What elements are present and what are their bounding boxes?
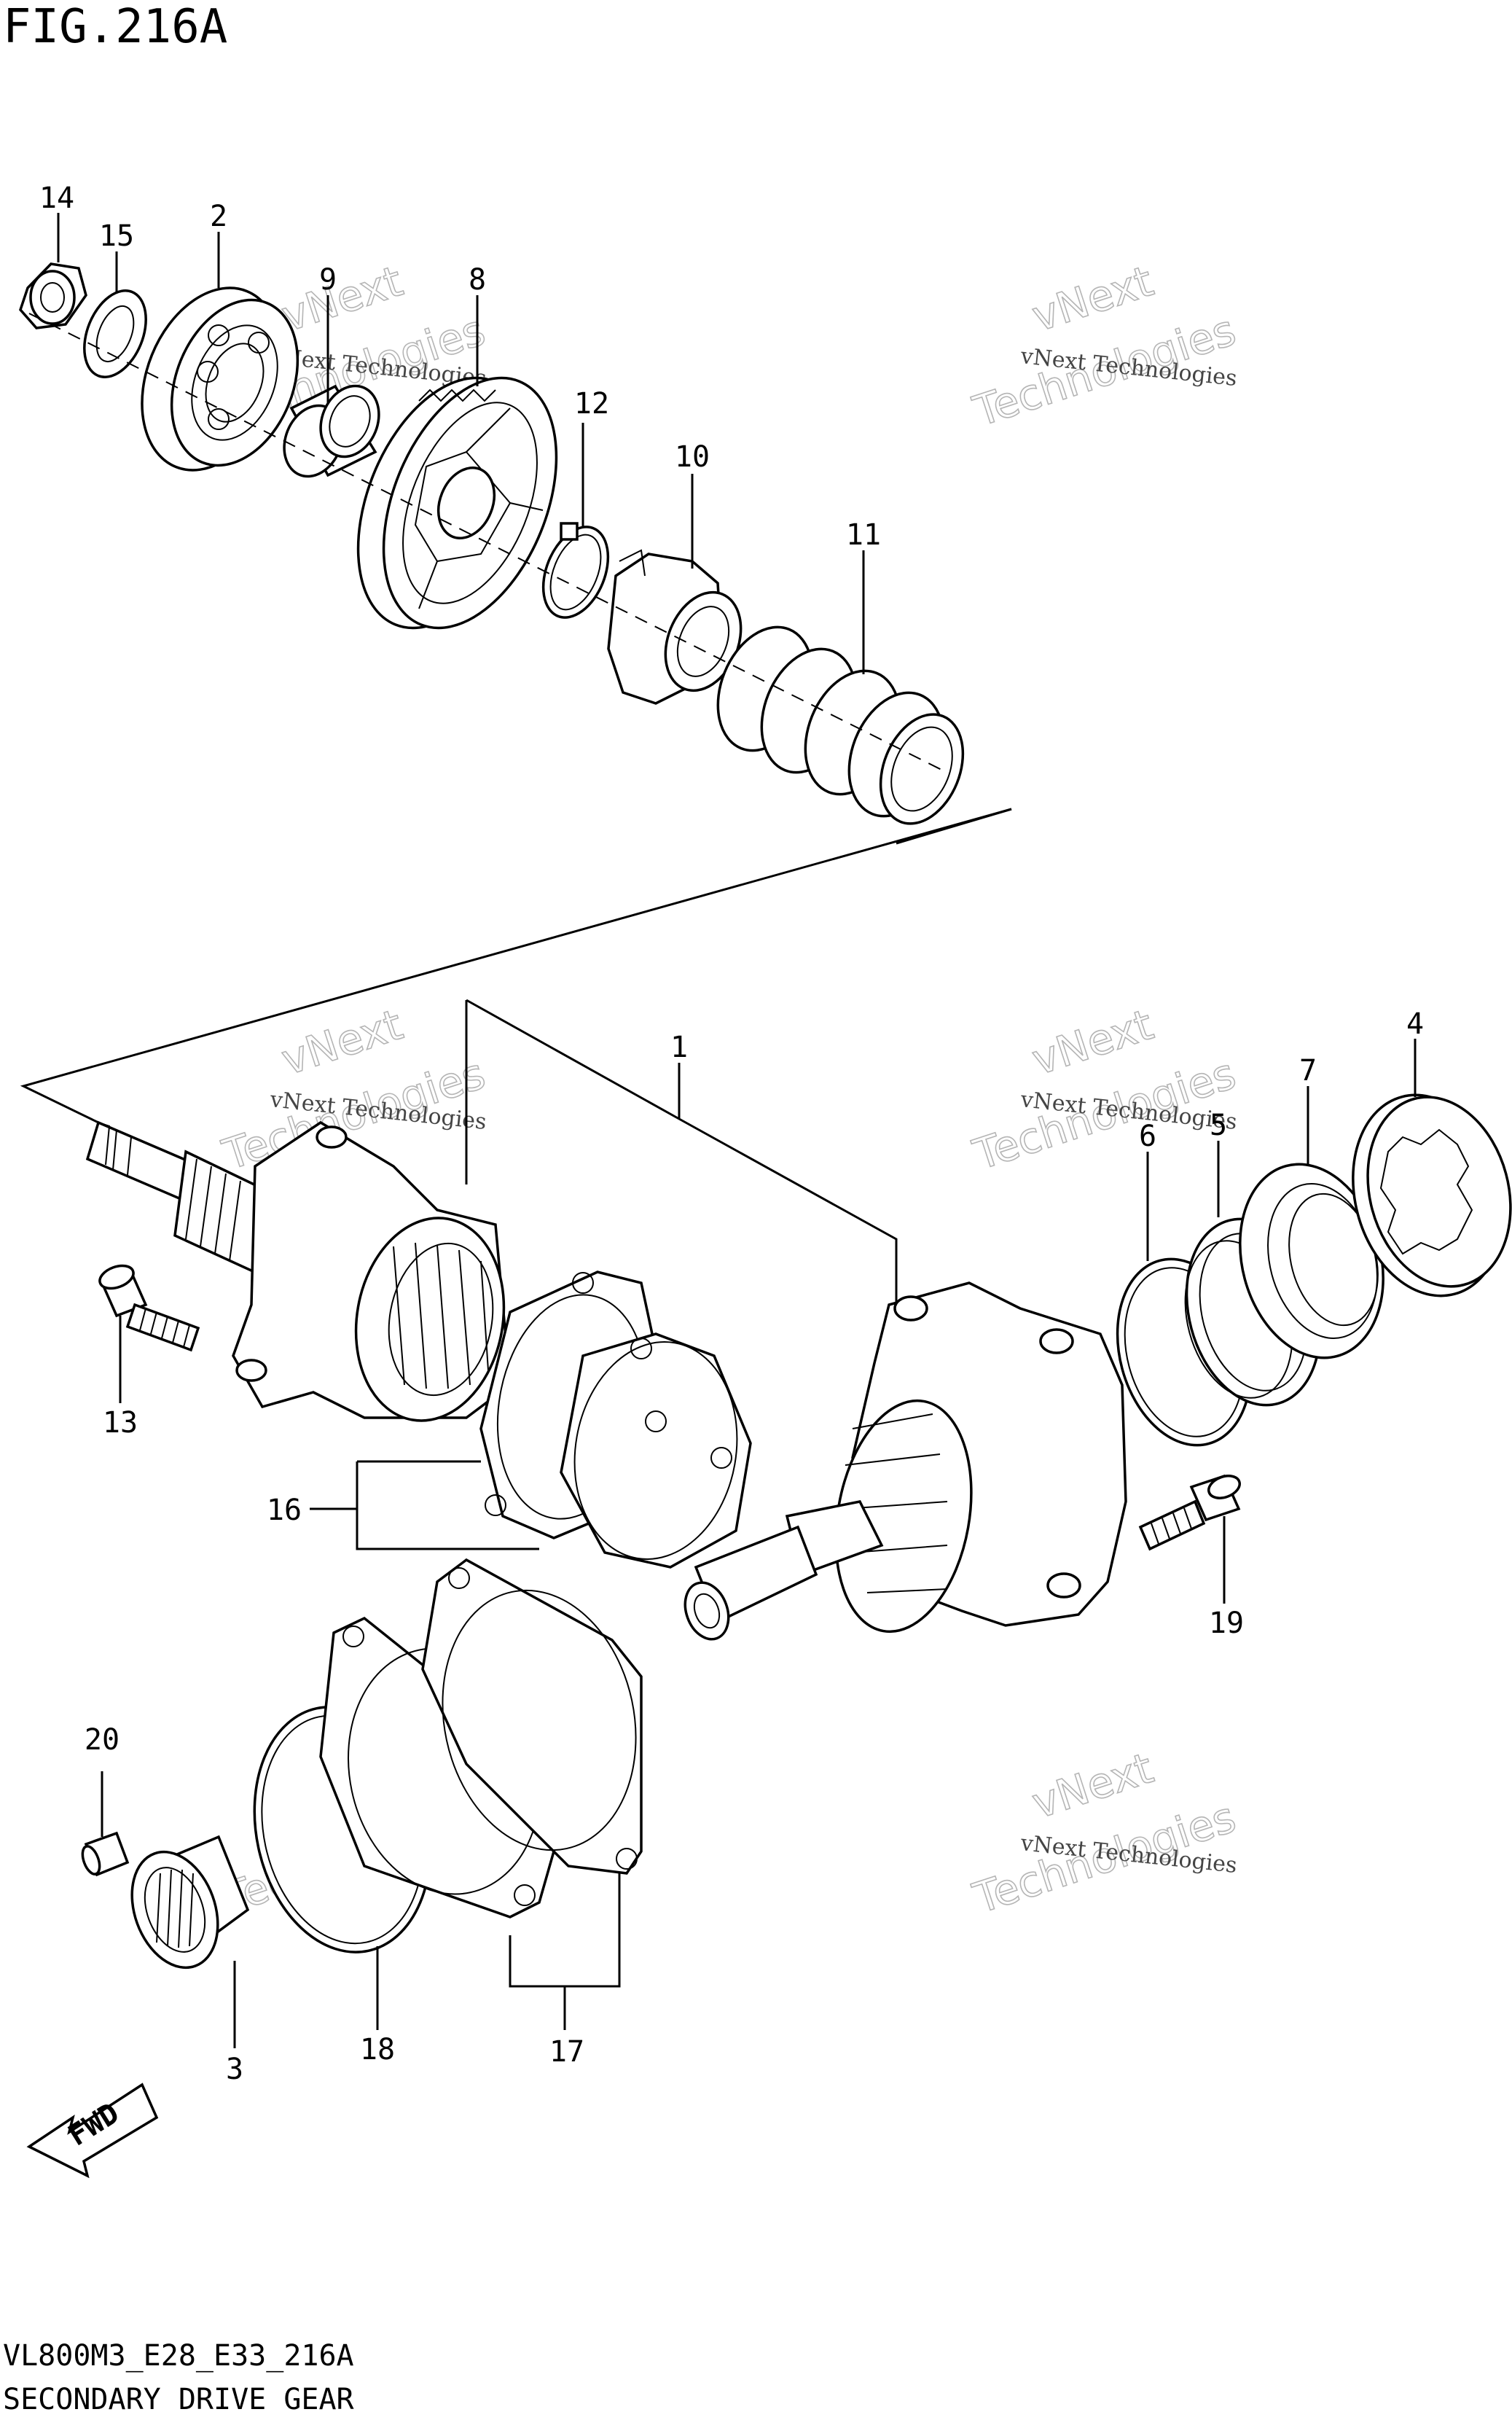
watermark-line2: vNext xyxy=(275,256,408,341)
callout-18[interactable]: 18 xyxy=(360,2033,395,2066)
assembly-bracket-right xyxy=(896,808,1012,845)
watermark-line2: vNext xyxy=(1026,256,1159,341)
part-20-dowel-pin[interactable] xyxy=(79,1831,130,1877)
watermark-line2: vNext xyxy=(1026,1743,1159,1828)
callout-7[interactable]: 7 xyxy=(1299,1054,1317,1088)
assembly-bracket-left xyxy=(20,808,1012,1124)
part-7-oil-seal[interactable] xyxy=(1219,1148,1403,1374)
part-19-bolt[interactable] xyxy=(1138,1472,1242,1551)
part-11-spring[interactable] xyxy=(700,613,978,836)
callout-14[interactable]: 14 xyxy=(39,182,74,215)
callout-20[interactable]: 20 xyxy=(85,1723,120,1757)
callout-17[interactable]: 17 xyxy=(549,2035,584,2069)
part-15-washer[interactable] xyxy=(73,281,158,386)
callout-6[interactable]: 6 xyxy=(1139,1120,1156,1153)
part-2-bearing[interactable] xyxy=(117,268,321,491)
part-17-gasket-b[interactable] xyxy=(419,1558,659,1875)
callout-11[interactable]: 11 xyxy=(846,518,881,552)
watermark-bottom-right: vNext Technologies vNext Technologies xyxy=(967,1742,1242,1924)
part-8-gear[interactable] xyxy=(324,353,590,653)
callout-4[interactable]: 4 xyxy=(1406,1007,1424,1041)
part-12-circlip[interactable] xyxy=(531,518,621,628)
watermark-mid-right: vNext Technologies vNext Technologies xyxy=(967,999,1242,1180)
callout-5[interactable]: 5 xyxy=(1210,1109,1227,1142)
part-14-nut[interactable] xyxy=(19,262,87,329)
watermark-line2: vNext xyxy=(1026,999,1159,1085)
callout-19[interactable]: 19 xyxy=(1209,1607,1244,1640)
part-9-bushing[interactable] xyxy=(274,377,389,485)
leader-lines xyxy=(57,213,1417,2048)
callout-12[interactable]: 12 xyxy=(574,387,609,421)
part-4-nut[interactable] xyxy=(1331,1078,1512,1313)
callout-2[interactable]: 2 xyxy=(210,200,227,233)
watermark-top-right: vNext Technologies vNext Technologies xyxy=(967,255,1242,437)
part-13-bolt[interactable] xyxy=(97,1262,200,1352)
part-3-needle-bearing[interactable] xyxy=(117,1835,250,1980)
callout-10[interactable]: 10 xyxy=(675,440,710,474)
callout-8[interactable]: 8 xyxy=(469,263,486,297)
part-10-cam[interactable] xyxy=(607,549,755,705)
watermark-line2: vNext xyxy=(275,999,408,1085)
callout-15[interactable]: 15 xyxy=(99,219,134,253)
callout-13[interactable]: 13 xyxy=(103,1406,138,1440)
part-1-gear-case[interactable] xyxy=(678,1281,1127,1645)
callout-16[interactable]: 16 xyxy=(267,1494,302,1527)
figure-caption: SECONDARY DRIVE GEAR xyxy=(3,2383,355,2416)
figure-title: FIG.216A xyxy=(3,0,227,54)
model-code: VL800M3_E28_E33_216A xyxy=(3,2339,354,2373)
fwd-arrow-icon: FWD xyxy=(26,2083,159,2179)
part-16-gasket-b[interactable] xyxy=(558,1329,754,1572)
callout-3[interactable]: 3 xyxy=(226,2053,243,2086)
callout-1[interactable]: 1 xyxy=(670,1031,688,1064)
part-1-pinion-shaft-assembly[interactable] xyxy=(85,1120,520,1432)
callout-9[interactable]: 9 xyxy=(319,263,337,297)
